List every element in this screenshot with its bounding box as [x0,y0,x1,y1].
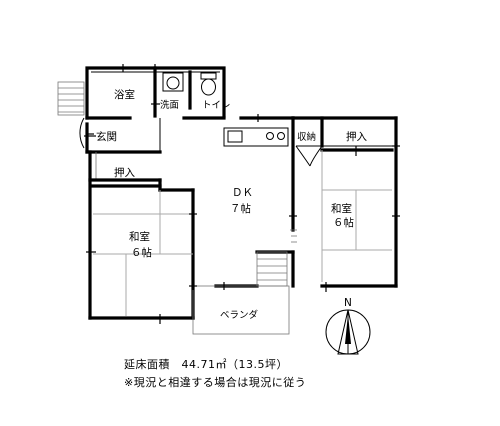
label-washitsu-left-size: ６帖 [131,246,152,259]
label-washitsu-right-size: ６帖 [333,216,354,229]
label-storage: 収納 [297,131,316,143]
washitsu-left-mats [86,190,197,324]
disclaimer-text: ※現況と相違する場合は現況に従う [124,376,307,389]
label-entrance: 玄関 [96,130,117,143]
label-washitsu-right-name: 和室 [331,202,352,215]
label-bath: 浴室 [114,88,135,101]
compass-north-label: N [344,297,352,309]
north-compass [325,309,371,355]
exterior-steps [57,81,85,116]
label-toilet: トイレ [202,100,231,111]
interior-stair [256,251,288,287]
hall [85,118,162,180]
washitsu-right-mats [289,150,400,292]
label-dk-size: ７帖 [230,202,251,215]
entrance-porch [79,117,85,149]
storage-and-closet [295,116,400,167]
floor-area-text: 延床面積 44.71㎡（13.5坪） [124,358,288,371]
label-veranda: ベランダ [220,309,259,321]
label-closet-left: 押入 [114,166,135,179]
kitchen-counter [223,114,289,147]
veranda [189,282,290,335]
label-washitsu-left-name: 和室 [129,230,150,243]
label-washroom: 洗面 [160,99,179,111]
label-closet-right: 押入 [346,130,367,143]
label-dk-name: ＤＫ [232,187,253,199]
dk-partition [290,229,297,243]
